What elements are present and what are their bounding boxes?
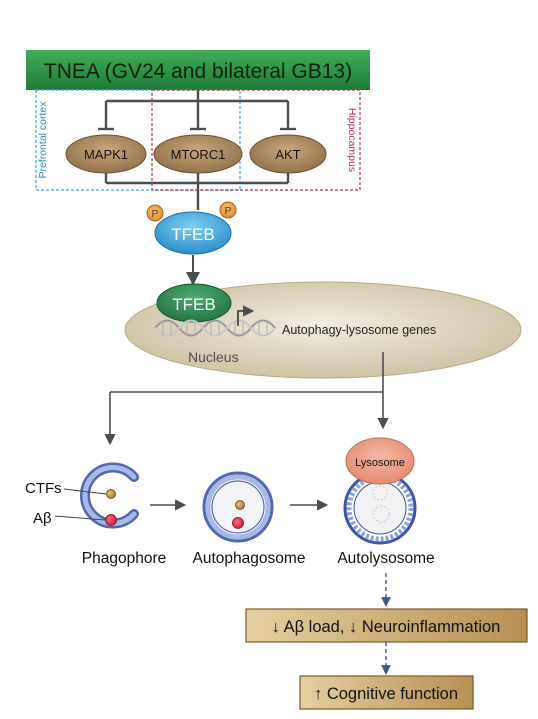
- outcome-1-text: ↓ Aβ load, ↓ Neuroinflammation: [272, 618, 501, 636]
- autolysosome: [343, 471, 417, 545]
- dna-helix-icon: [154, 319, 276, 337]
- abeta-leader-line: [54, 515, 106, 521]
- phagophore: [80, 462, 139, 529]
- prefrontal-cortex-region: [35, 89, 241, 191]
- gene-expression-connector: [104, 352, 389, 446]
- tfeb-cytoplasm-label: TFEB: [171, 225, 214, 244]
- ctfs-label: CTFs: [25, 480, 62, 497]
- kinase-mapk1: MAPK1: [65, 134, 147, 174]
- inhibition-connectors: [98, 90, 296, 131]
- tfeb-cytoplasm: TFEB: [154, 211, 232, 255]
- phospho-left-label: P: [152, 209, 159, 220]
- outcome-2-text: ↑ Cognitive function: [314, 685, 458, 703]
- stage-autolysosome-label: Autolysosome: [337, 550, 434, 567]
- lysosome: Lysosome: [345, 437, 415, 485]
- autophagosome: [202, 471, 274, 543]
- stage-autophagosome-label: Autophagosome: [193, 550, 306, 567]
- transcription-start-arrow: [237, 305, 255, 326]
- autophagy-genes-label: Autophagy-lysosome genes: [282, 323, 436, 337]
- abeta-label: Aβ: [33, 510, 52, 527]
- kinase-mtorc1-label: MTORC1: [171, 147, 226, 162]
- ctfs-leader-line: [63, 488, 107, 495]
- abeta-particle: [105, 514, 117, 526]
- outcome-box-1: ↓ Aβ load, ↓ Neuroinflammation: [245, 608, 528, 643]
- kinase-to-tfeb-connector: [104, 173, 290, 210]
- outcome-box-2: ↑ Cognitive function: [299, 675, 474, 710]
- prefrontal-cortex-label: Prefrontal cortex: [37, 101, 49, 179]
- tfeb-nuclear: TFEB: [156, 283, 232, 323]
- kinase-akt: AKT: [249, 134, 327, 174]
- title-text: TNEA (GV24 and bilateral GB13): [44, 60, 352, 83]
- lysosome-label: Lysosome: [355, 457, 405, 469]
- stage-phagophore-label: Phagophore: [82, 550, 166, 567]
- phospho-group-left: P: [146, 204, 164, 222]
- tfeb-nuclear-label: TFEB: [172, 295, 215, 314]
- title-banner: TNEA (GV24 and bilateral GB13): [26, 50, 370, 90]
- hippocampus-region: [151, 89, 361, 191]
- kinase-mtorc1: MTORC1: [153, 134, 243, 174]
- ctf-particle: [106, 489, 116, 499]
- phospho-group-right: P: [219, 201, 237, 219]
- nucleus-label: Nucleus: [188, 349, 239, 365]
- kinase-akt-label: AKT: [275, 147, 300, 162]
- hippocampus-label: Hippocampus: [346, 108, 358, 172]
- phospho-right-label: P: [225, 206, 232, 217]
- kinase-mapk1-label: MAPK1: [84, 147, 128, 162]
